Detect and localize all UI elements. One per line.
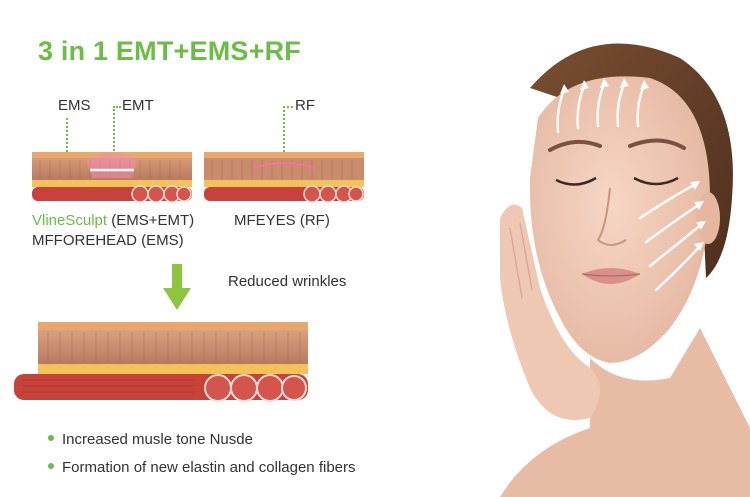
skin-section-rf [204,148,364,210]
rf-label: RF [295,97,315,114]
rf-pointer-h [283,106,293,108]
mfforehead-caption: MFFOREHEAD (EMS) [32,232,184,249]
bullet-item: Increased musle tone Nusde [48,431,253,448]
emt-pointer-h [113,106,121,108]
ems-pointer [66,118,68,160]
vline-detail: (EMS+EMT) [107,212,195,229]
face-photo [470,28,750,497]
skin-section-result [14,318,310,410]
page-title: 3 in 1 EMT+EMS+RF [38,36,301,66]
mfeyes-caption: MFEYES (RF) [234,212,330,229]
rf-pointer [283,106,285,152]
reduced-wrinkles-label: Reduced wrinkles [228,273,347,290]
emt-pointer [113,106,115,158]
ems-label: EMS [58,97,91,114]
bullet-dot-icon [48,435,54,442]
down-arrow-icon [163,264,191,310]
skin-section-ems-emt [32,148,192,210]
bullet-text: Increased musle tone Nusde [62,431,253,448]
emt-label: EMT [122,97,154,114]
bullet-item: Formation of new elastin and collagen fi… [48,459,356,476]
bullet-dot-icon [48,463,54,470]
vline-caption: VlineSculpt (EMS+EMT) [32,212,194,229]
vline-brand: VlineSculpt [32,212,108,229]
bullet-text: Formation of new elastin and collagen fi… [62,459,356,476]
